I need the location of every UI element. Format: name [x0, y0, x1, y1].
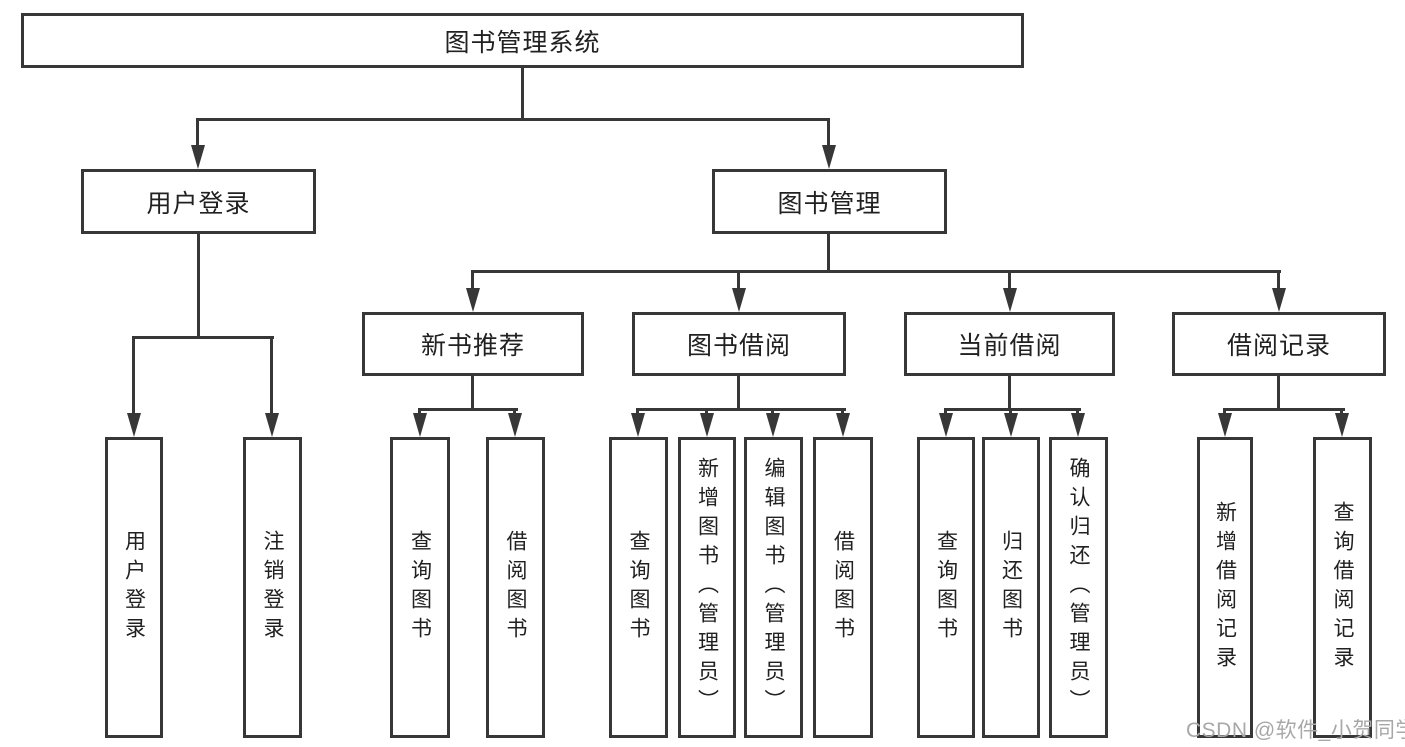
node-book-borrow: 图书借阅: [632, 312, 846, 376]
leaf-confirm-return-admin: 确认归还（管理员）: [1049, 437, 1108, 738]
connector-arrow: [191, 118, 205, 169]
connector-arrow: [700, 408, 714, 437]
connector-line: [521, 68, 524, 118]
node-label: 新增图书（管理员）: [695, 457, 719, 718]
connector-arrow: [1003, 270, 1017, 312]
connector-line: [827, 234, 830, 270]
leaf-borrow-books: 借阅图书: [813, 437, 873, 738]
connector-line: [418, 408, 518, 411]
leaf-return-books: 归还图书: [982, 437, 1040, 738]
connector-arrow: [1335, 408, 1349, 437]
node-label: 新书推荐: [420, 332, 525, 360]
connector-arrow: [466, 270, 480, 312]
node-label: 用户登录: [146, 189, 251, 218]
connector-line: [132, 336, 274, 339]
leaf-query-borrow-record: 查询借阅记录: [1313, 437, 1372, 738]
node-label: 查询图书: [408, 529, 432, 646]
connector-line: [471, 270, 1281, 273]
connector-arrow: [836, 408, 850, 437]
node-label: 图书管理: [777, 189, 882, 218]
connector-line: [471, 376, 474, 408]
node-library-system: 图书管理系统: [21, 13, 1024, 68]
leaf-edit-books-admin: 编辑图书（管理员）: [744, 437, 803, 738]
node-label: 新增借阅记录: [1213, 500, 1237, 675]
connector-arrow: [1071, 408, 1085, 437]
connector-arrow: [127, 336, 141, 437]
leaf-add-borrow-record: 新增借阅记录: [1197, 437, 1253, 738]
csdn-watermark: CSDN @软件_小贺同学: [1186, 719, 1405, 742]
connector-arrow: [413, 408, 427, 437]
node-label: 注销登录: [261, 529, 284, 646]
node-label: 图书借阅: [686, 332, 791, 360]
connector-arrow: [631, 408, 645, 437]
node-label: 图书管理系统: [444, 28, 601, 57]
connector-arrow: [508, 408, 522, 437]
leaf-query-books-borrow: 查询图书: [609, 437, 668, 738]
node-new-book-recommend: 新书推荐: [362, 312, 584, 376]
connector-line: [944, 408, 1081, 411]
node-label: 当前借阅: [957, 332, 1062, 360]
node-label: 借阅记录: [1226, 332, 1331, 360]
leaf-borrow-books-recommend: 借阅图书: [486, 437, 545, 738]
connector-arrow: [265, 336, 279, 437]
leaf-logout: 注销登录: [243, 437, 302, 738]
leaf-add-books-admin: 新增图书（管理员）: [678, 437, 736, 738]
node-borrow-records: 借阅记录: [1172, 312, 1386, 376]
node-label: 借阅图书: [831, 529, 855, 646]
leaf-query-books-current: 查询图书: [917, 437, 975, 738]
node-label: 编辑图书（管理员）: [762, 457, 785, 718]
connector-arrow: [939, 408, 953, 437]
connector-line: [197, 234, 200, 336]
connector-line: [1223, 408, 1345, 411]
connector-arrow: [1004, 408, 1018, 437]
node-user-login: 用户登录: [81, 169, 316, 234]
node-label: 查询借阅记录: [1331, 500, 1354, 675]
node-label: 借阅图书: [504, 529, 527, 646]
connector-line: [636, 408, 846, 411]
node-label: 归还图书: [999, 529, 1023, 646]
connector-line: [197, 118, 830, 121]
connector-arrow: [1272, 270, 1286, 312]
connector-arrow: [732, 270, 746, 312]
connector-line: [737, 376, 740, 408]
node-current-borrow: 当前借阅: [904, 312, 1115, 376]
node-label: 查询图书: [934, 529, 958, 646]
node-label: 查询图书: [627, 529, 650, 646]
node-book-management: 图书管理: [712, 169, 947, 234]
leaf-query-books-recommend: 查询图书: [390, 437, 450, 738]
node-label: 确认归还（管理员）: [1067, 457, 1090, 718]
connector-arrow: [822, 118, 836, 169]
connector-arrow: [1218, 408, 1232, 437]
leaf-user-login: 用户登录: [105, 437, 163, 738]
connector-line: [1277, 376, 1280, 408]
connector-arrow: [766, 408, 780, 437]
connector-line: [1008, 376, 1011, 408]
node-label: 用户登录: [122, 529, 146, 646]
